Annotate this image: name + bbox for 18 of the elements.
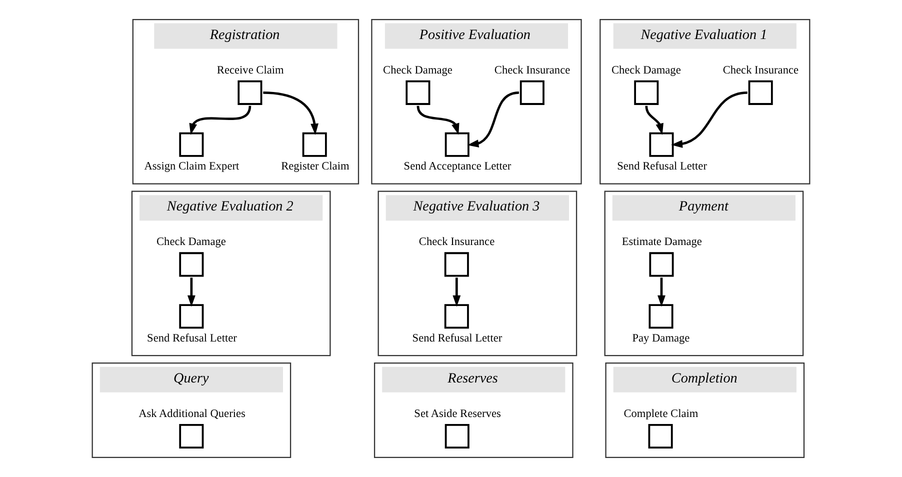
node-label: Complete Claim — [624, 408, 698, 420]
node-label: Check Damage — [156, 236, 226, 248]
node-label: Estimate Damage — [622, 236, 702, 248]
node-label: Check Damage — [383, 64, 452, 76]
node-label: Ask Additional Queries — [138, 408, 246, 420]
node-label: Receive Claim — [216, 64, 284, 76]
node-label: Set Aside Reserves — [414, 408, 501, 420]
node-label: Send Refusal Letter — [147, 332, 237, 344]
node-label: Check Insurance — [722, 64, 799, 76]
node-label: Register Claim — [281, 160, 350, 173]
node-label: Send Refusal Letter — [412, 332, 502, 344]
node-label: Assign Claim Expert — [144, 160, 240, 173]
node-label: Send Refusal Letter — [617, 160, 707, 173]
node-label: Check Insurance — [494, 64, 570, 76]
node-label: Pay Damage — [632, 332, 690, 344]
node-label: Check Damage — [611, 64, 681, 76]
node-label: Check Insurance — [418, 236, 495, 248]
node-label: Send Acceptance Letter — [404, 160, 512, 173]
